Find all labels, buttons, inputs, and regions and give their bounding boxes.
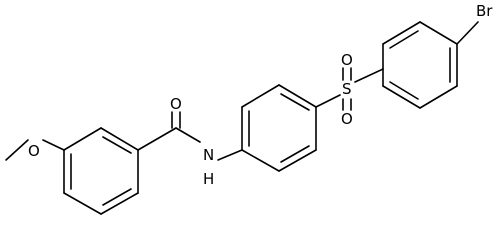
atom-label-bromine: Br: [476, 2, 493, 20]
atom-label-amide-nitrogen: N: [203, 146, 214, 164]
structure-diagram: O N H O S O O Br: [5, 2, 493, 215]
central-phenyl-ring: [241, 84, 317, 172]
methoxy-group: [5, 139, 65, 161]
atom-label-sulfur: S: [342, 80, 352, 98]
bromine-bond: [456, 21, 479, 45]
atom-label-carbonyl-oxygen: O: [170, 95, 182, 113]
atom-label-sulfonyl-oxygen-bottom: O: [341, 110, 353, 128]
sulfonyl-group: [315, 67, 384, 111]
atom-label-sulfonyl-oxygen-top: O: [341, 51, 353, 69]
amide-group: [137, 111, 243, 161]
methoxyphenyl-ring: [63, 127, 139, 215]
atom-label-methoxy-oxygen: O: [28, 142, 40, 160]
bromophenyl-ring: [382, 21, 458, 109]
atom-label-amide-hydrogen: H: [203, 170, 214, 188]
molecule-drawing: O N H O S O O Br: [5, 2, 493, 215]
